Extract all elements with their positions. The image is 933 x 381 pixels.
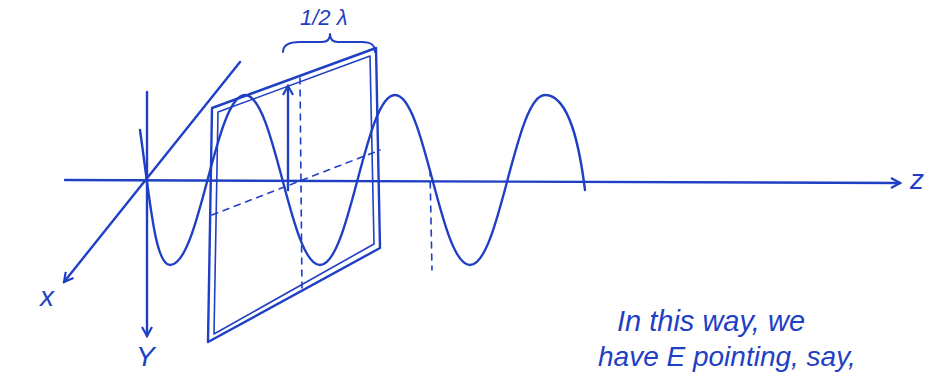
dashed-line [212,150,380,215]
field-arrow [287,86,289,190]
wavelength-label: 1/2 λ [300,6,348,30]
z-axis [65,180,900,183]
loop-outline [208,48,380,342]
axis-label: Y [136,342,155,373]
axis-label: x [40,282,54,313]
wave-curve [140,95,585,265]
dashed-line [430,170,432,270]
dashed-line [300,78,302,290]
loop-outline [214,56,374,334]
note-text: In this way, we [617,306,805,338]
y-axis [146,92,148,336]
note-text: have E pointing, say, [598,342,856,373]
axis-label: z [910,165,924,196]
x-axis [64,62,240,282]
span-bracket [283,34,375,52]
